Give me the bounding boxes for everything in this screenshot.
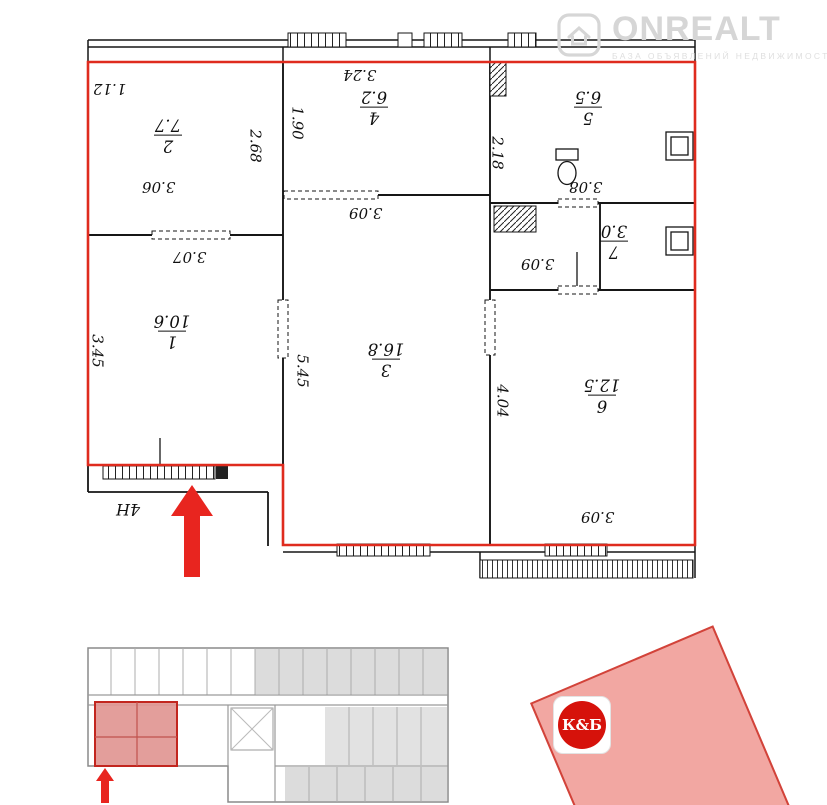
room-label: 7 3.0 <box>591 221 637 262</box>
kb-logo: К&Б <box>553 696 611 754</box>
room-number: 1 <box>166 332 178 352</box>
dimension-label: 5.45 <box>293 354 312 388</box>
door-opening <box>277 299 289 359</box>
room-number: 6 <box>596 396 608 416</box>
top-windows <box>287 32 537 48</box>
room-label: 5 6.5 <box>565 87 611 128</box>
dimension-label: 3.45 <box>88 334 107 368</box>
door-opening <box>151 230 231 240</box>
room-label: 6 12.5 <box>579 375 625 416</box>
fixtures <box>555 131 694 256</box>
room-area: 3.0 <box>600 221 628 241</box>
radiator-icon-inner <box>670 136 689 156</box>
door-openings <box>151 190 599 359</box>
watermark-text: ONREALT БАЗА ОБЪЯВЛЕНИЙ НЕДВИЖИМОСТИ <box>612 12 827 61</box>
bottom-windows <box>336 543 694 579</box>
dimension-label: 1.90 <box>288 106 307 140</box>
entrance-unit-label: 4Н <box>116 500 141 519</box>
door-opening <box>557 285 599 295</box>
room-label: 2 7.7 <box>145 115 191 156</box>
entrance-window-hatch <box>102 465 216 480</box>
room-number: 2 <box>162 136 174 156</box>
watermark: ONREALT БАЗА ОБЪЯВЛЕНИЙ НЕДВИЖИМОСТИ <box>556 12 827 61</box>
dimension-label: 3.08 <box>569 178 603 196</box>
door-opening <box>283 190 379 200</box>
dimension-label: 4.04 <box>493 384 512 418</box>
dimension-label: 3.24 <box>343 66 377 84</box>
toilet-icon <box>557 160 577 186</box>
dimension-label: 3.09 <box>581 508 615 526</box>
dimension-label: 3.09 <box>521 255 555 273</box>
entrance-vestibule <box>87 438 269 546</box>
room-area: 6.2 <box>360 87 388 107</box>
room-area: 12.5 <box>583 375 621 395</box>
room-number: 3 <box>380 360 392 380</box>
watermark-tagline: БАЗА ОБЪЯВЛЕНИЙ НЕДВИЖИМОСТИ <box>612 51 827 61</box>
room-number: 4 <box>368 108 380 128</box>
apartment-outline <box>86 60 697 547</box>
duct-shaft-hatch <box>489 61 507 97</box>
room-label: 1 10.6 <box>149 311 195 352</box>
radiator-icon-inner <box>670 231 689 251</box>
dimension-label: 3.06 <box>142 178 176 196</box>
room-label: 3 16.8 <box>363 339 409 380</box>
kb-logo-text: К&Б <box>558 701 606 749</box>
dimension-label: 2.18 <box>488 136 507 170</box>
building-overview-plan <box>87 647 449 803</box>
toilet-tank-icon <box>555 148 579 161</box>
door-opening <box>484 299 496 356</box>
entrance-arrow <box>171 485 213 577</box>
overview-stair-core <box>230 707 274 751</box>
highlighted-unit <box>94 701 178 767</box>
entrance-door-mark <box>216 466 228 479</box>
interior-walls <box>88 62 695 545</box>
vent-shaft-hatch <box>493 205 537 233</box>
dimension-label: 3.07 <box>173 248 207 266</box>
room-area: 16.8 <box>367 339 405 359</box>
room-number: 5 <box>582 108 594 128</box>
room-area: 7.7 <box>154 115 182 135</box>
house-logo-icon <box>557 13 601 57</box>
watermark-brand: ONREALT <box>612 10 781 48</box>
room-label: 4 6.2 <box>351 87 397 128</box>
dimension-label: 2.68 <box>246 129 265 163</box>
room-number: 7 <box>608 242 620 262</box>
room-area: 10.6 <box>153 311 191 331</box>
door-opening <box>557 198 599 208</box>
dimension-label: 1.12 <box>93 80 127 98</box>
room-area: 6.5 <box>574 87 602 107</box>
overview-entrance-arrow <box>96 768 114 803</box>
dimension-label: 3.09 <box>349 204 383 222</box>
overview-room-walls <box>110 648 424 802</box>
